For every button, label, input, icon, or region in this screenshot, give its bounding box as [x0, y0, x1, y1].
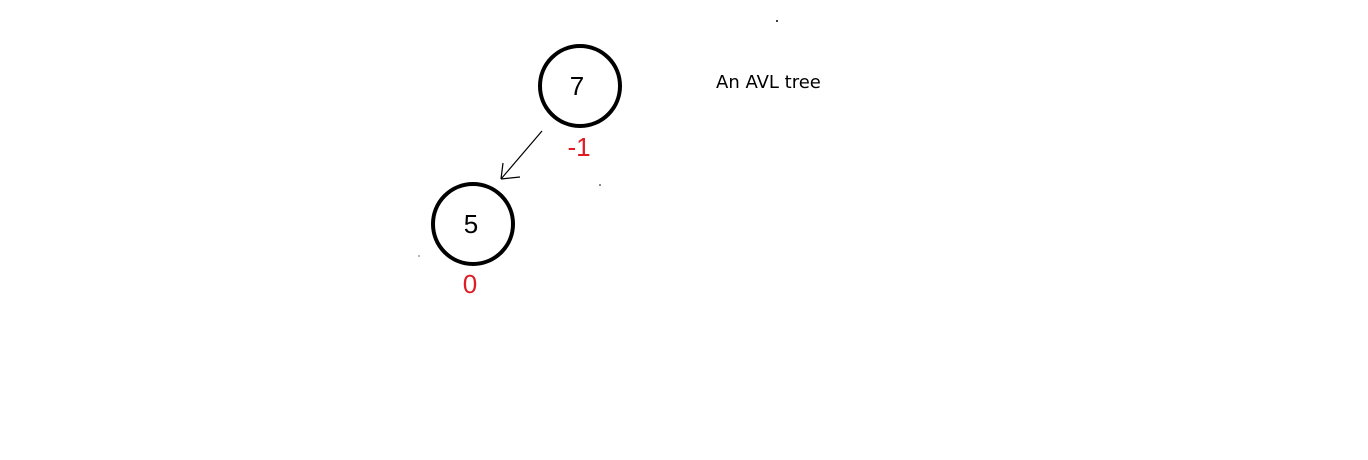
arrowhead-icon	[500, 162, 521, 180]
node-circle	[431, 182, 515, 266]
tree-node-left-child: 5	[431, 182, 515, 266]
speck-mark	[418, 255, 420, 257]
diagram-caption: An AVL tree	[716, 72, 821, 93]
tree-node-root: 7	[538, 44, 622, 128]
balance-factor-left-child: 0	[463, 269, 477, 299]
edge-line	[500, 130, 543, 180]
edge-7-to-5	[500, 130, 543, 180]
speck-mark	[776, 20, 778, 22]
balance-factor-root: -1	[567, 132, 590, 162]
node-circle	[538, 44, 622, 128]
node-key: 5	[464, 209, 478, 239]
speck-mark	[599, 184, 601, 186]
node-key: 7	[570, 71, 584, 101]
